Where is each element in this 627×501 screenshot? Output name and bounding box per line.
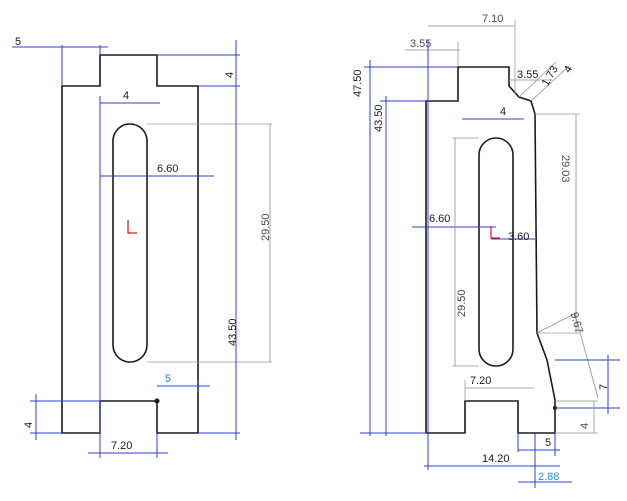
right-dim-top-offset: 7.10 bbox=[482, 13, 503, 25]
right-dim-bottom-offset: 2.88 bbox=[538, 471, 559, 483]
right-dim-slot-width: 4 bbox=[500, 106, 506, 118]
right-slot bbox=[478, 137, 514, 367]
right-origin-marker bbox=[490, 226, 500, 239]
right-dim-tab-width: 5 bbox=[545, 437, 551, 449]
left-dim-notch-offset: 5 bbox=[165, 373, 171, 385]
right-part-outline bbox=[425, 66, 556, 434]
left-dim-bottom-notch: 4 bbox=[23, 422, 35, 428]
right-dim-overall-width: 14.20 bbox=[482, 453, 510, 465]
right-dim-top-small: 3.55 bbox=[410, 38, 431, 50]
right-dim-slot-length: 29.50 bbox=[456, 289, 468, 317]
right-dim-bottom-width: 7.20 bbox=[470, 375, 491, 387]
left-dim-overall-height: 43.50 bbox=[227, 318, 239, 346]
left-dim-center-offset: 6.60 bbox=[157, 163, 178, 175]
left-origin-marker bbox=[127, 220, 137, 234]
right-dim-bottom-height: 4 bbox=[579, 423, 591, 429]
left-dim-top-tab: 5 bbox=[15, 36, 21, 48]
right-dim-center-edge: 3.60 bbox=[508, 231, 529, 243]
right-view: 7.10 3.55 3.55 1.73 4 47.50 43.50 4 29.0… bbox=[352, 13, 620, 488]
right-dim-center-offset: 6.60 bbox=[429, 213, 450, 225]
right-dim-right-height: 29.03 bbox=[559, 155, 571, 183]
left-part-outline bbox=[61, 54, 199, 434]
right-dim-overall-height: 47.50 bbox=[352, 69, 364, 97]
right-dim-taper: 9.67 bbox=[568, 311, 585, 335]
left-dim-slot-length: 29.50 bbox=[260, 213, 272, 241]
left-notch-point bbox=[154, 398, 160, 404]
right-dim-chamfer-b: 4 bbox=[562, 64, 575, 75]
left-view: 5 4 4 6.60 29.50 43.50 5 4 bbox=[12, 36, 272, 458]
left-slot bbox=[112, 123, 148, 363]
right-dim-step-height: 7 bbox=[598, 384, 610, 390]
left-dim-shoulder: 4 bbox=[224, 72, 236, 78]
left-dim-bottom-width: 7.20 bbox=[111, 440, 132, 452]
right-dim-main-height: 43.50 bbox=[373, 104, 385, 132]
right-dim-chamfer-width: 3.55 bbox=[517, 69, 538, 81]
left-dim-slot-width: 4 bbox=[123, 90, 129, 102]
